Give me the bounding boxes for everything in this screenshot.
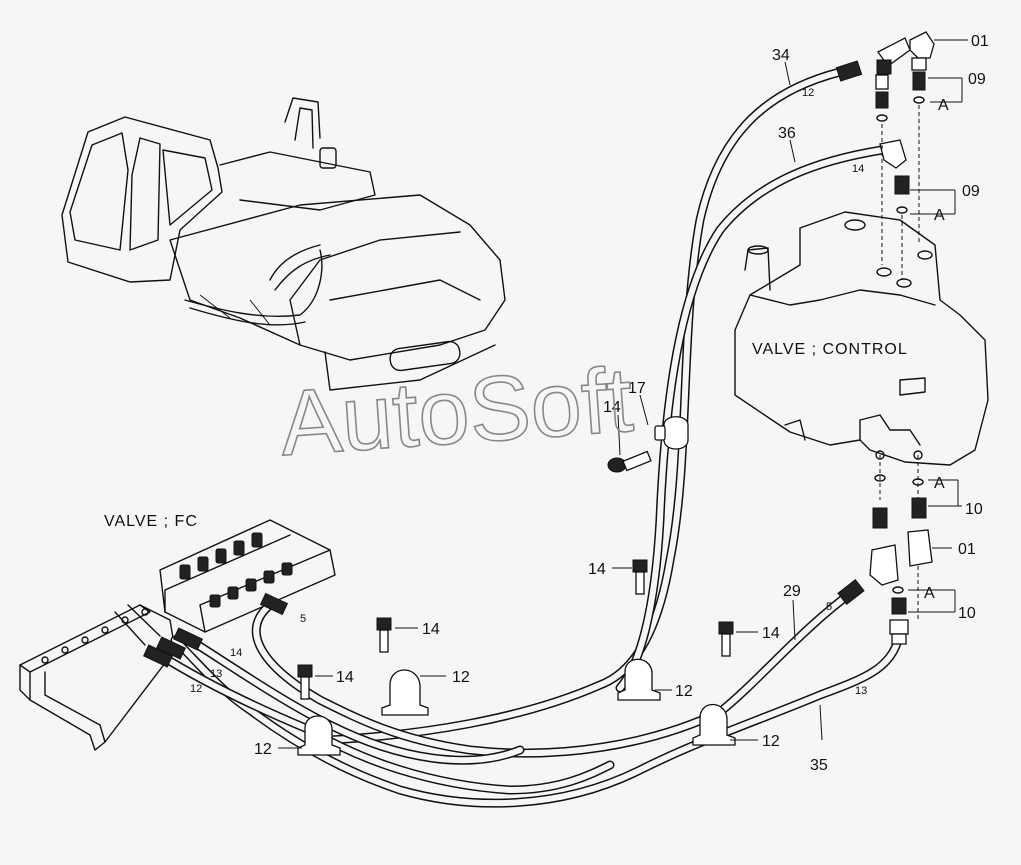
leader-lines xyxy=(278,39,968,749)
bolts xyxy=(297,425,734,700)
hose-tag-14-upper: 14 xyxy=(852,163,864,175)
bolt-17 xyxy=(607,425,666,473)
bolt-14-d xyxy=(297,664,313,700)
fittings-lower xyxy=(837,455,933,645)
ref-a-4: A xyxy=(924,585,935,602)
watermark-text: AutoSoft xyxy=(277,349,636,475)
callout-12-b: 12 xyxy=(675,683,693,700)
callout-12-c: 12 xyxy=(762,733,780,750)
hose-tag-13-right: 13 xyxy=(855,685,867,697)
valve-control-label: VALVE ; CONTROL xyxy=(752,341,908,358)
callout-10-upper: 10 xyxy=(965,501,983,518)
excavator-sketch xyxy=(61,97,506,391)
ref-a-1: A xyxy=(938,97,949,114)
valve-fc-label: VALVE ; FC xyxy=(104,513,198,530)
callout-09-top: 09 xyxy=(968,71,986,88)
callout-09-mid: 09 xyxy=(962,183,980,200)
fittings-upper xyxy=(835,31,935,280)
hose-tag-5-right: 5 xyxy=(826,601,832,613)
hose-tag-13-left: 13 xyxy=(210,668,222,680)
ref-a-2: A xyxy=(934,207,945,224)
hose-tag-12-upper: 12 xyxy=(802,87,814,99)
callout-34: 34 xyxy=(772,47,790,64)
bolt-14-a xyxy=(632,559,648,595)
callout-14-lower: 14 xyxy=(336,669,354,686)
fc-valve-fittings xyxy=(179,532,293,608)
callout-14-clamp: 14 xyxy=(603,399,621,416)
clamps xyxy=(297,416,736,756)
callout-01-lower: 01 xyxy=(958,541,976,558)
callout-35: 35 xyxy=(810,757,828,774)
callout-10-lower: 10 xyxy=(958,605,976,622)
callout-12-d: 12 xyxy=(254,741,272,758)
fc-hose-ends xyxy=(114,592,289,668)
callout-36: 36 xyxy=(778,125,796,142)
callout-01-top: 01 xyxy=(971,33,989,50)
callout-14-left: 14 xyxy=(422,621,440,638)
hose-tag-5-left: 5 xyxy=(300,613,306,625)
fc-valve-body xyxy=(19,519,336,751)
hose-tag-14-left: 14 xyxy=(230,647,242,659)
ref-a-3: A xyxy=(934,475,945,492)
callout-17: 17 xyxy=(628,380,646,397)
callout-14-mid: 14 xyxy=(588,561,606,578)
callout-14-right: 14 xyxy=(762,625,780,642)
callout-12-a: 12 xyxy=(452,669,470,686)
hose-tag-12-left: 12 xyxy=(190,683,202,695)
bolt-14-c xyxy=(718,621,734,657)
bolt-14-b xyxy=(376,617,392,653)
callout-29: 29 xyxy=(783,583,801,600)
control-valve-body xyxy=(734,211,989,466)
